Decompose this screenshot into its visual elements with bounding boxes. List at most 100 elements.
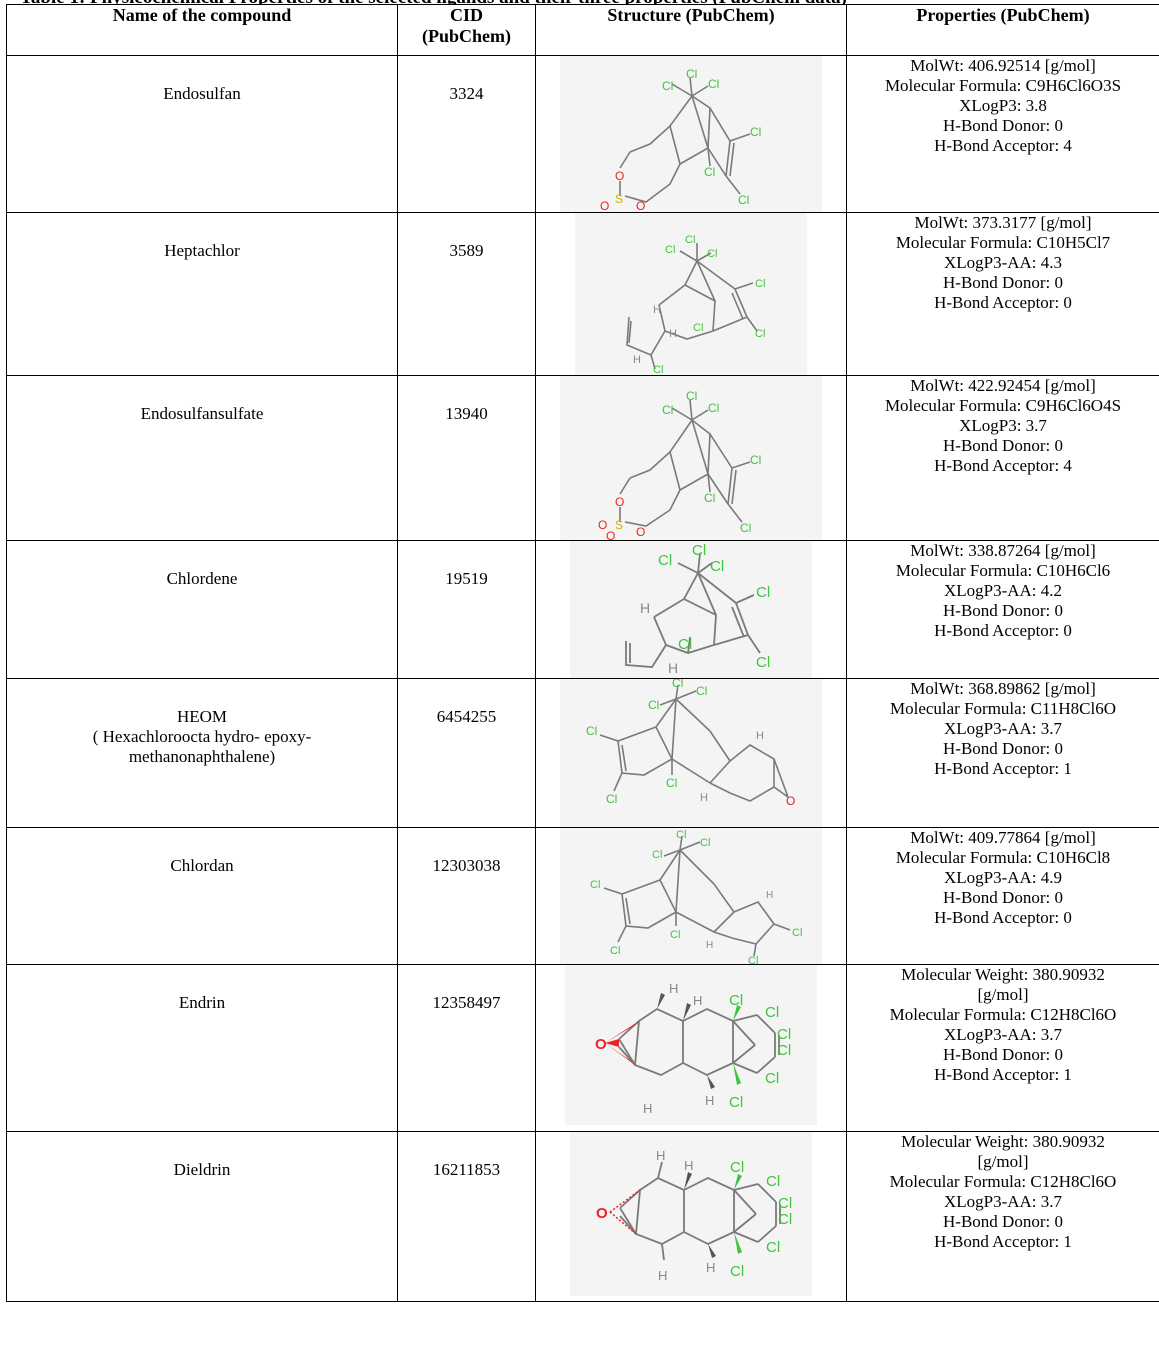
- properties-cell: Molecular Weight: 380.90932 [g/mol] Mole…: [846, 1131, 1159, 1302]
- table-row: HEOM ( Hexachloroocta hydro- epoxy- meth…: [6, 678, 1159, 828]
- prop-line: MolWt: 368.89862 [g/mol]: [910, 679, 1096, 698]
- properties-cell: MolWt: 422.92454 [g/mol] Molecular Formu…: [846, 375, 1159, 541]
- svg-text:H: H: [700, 792, 708, 804]
- prop-line: Molecular Formula: C10H6Cl6: [895, 561, 1111, 580]
- prop-line: XLogP3-AA: 3.7: [943, 1025, 1063, 1044]
- prop-line: XLogP3-AA: 4.9: [943, 868, 1063, 887]
- svg-text:Cl: Cl: [686, 67, 697, 81]
- svg-text:Cl: Cl: [696, 684, 707, 698]
- structure-cell: Cl Cl Cl Cl Cl Cl H H: [535, 540, 847, 679]
- table-row: Chlordene 19519 Cl: [6, 540, 1159, 679]
- compound-cid: 12358497: [397, 964, 536, 1132]
- prop-line: Molecular Weight: 380.90932: [901, 1132, 1105, 1151]
- compound-name: Endosulfansulfate: [6, 375, 398, 541]
- svg-text:Cl: Cl: [700, 837, 710, 849]
- svg-text:Cl: Cl: [750, 453, 761, 467]
- svg-text:Cl: Cl: [730, 1159, 744, 1176]
- table-row: Chlordan 12303038: [6, 827, 1159, 965]
- properties-cell: MolWt: 406.92514 [g/mol] Molecular Formu…: [846, 55, 1159, 213]
- svg-text:O: O: [615, 495, 624, 509]
- prop-line: Molecular Formula: C10H5Cl7: [895, 233, 1111, 252]
- prop-line: H-Bond Donor: 0: [943, 739, 1063, 758]
- svg-text:Cl: Cl: [750, 125, 761, 139]
- structure-image-endosulfan: Cl Cl Cl Cl Cl Cl O S O O: [560, 56, 822, 212]
- compound-name: Endrin: [6, 964, 398, 1132]
- svg-text:Cl: Cl: [765, 1070, 779, 1087]
- svg-text:Cl: Cl: [707, 248, 717, 260]
- svg-text:Cl: Cl: [652, 849, 662, 861]
- svg-text:Cl: Cl: [755, 278, 765, 290]
- svg-text:O: O: [606, 529, 615, 540]
- prop-line: H-Bond Acceptor: 4: [934, 456, 1072, 475]
- svg-text:Cl: Cl: [610, 945, 620, 957]
- structure-image-endosulfansulfate: Cl Cl Cl Cl Cl Cl O S O O O: [560, 376, 822, 540]
- svg-text:Cl: Cl: [662, 403, 673, 417]
- svg-text:Cl: Cl: [766, 1173, 780, 1190]
- prop-line: H-Bond Donor: 0: [943, 601, 1063, 620]
- prop-line: MolWt: 409.77864 [g/mol]: [910, 828, 1096, 847]
- compound-name: Heptachlor: [6, 212, 398, 376]
- compound-cid: 3589: [397, 212, 536, 376]
- prop-line: MolWt: 338.87264 [g/mol]: [910, 541, 1096, 560]
- svg-text:Cl: Cl: [678, 636, 692, 653]
- svg-text:Cl: Cl: [765, 1004, 779, 1021]
- structure-image-chlordan: Cl Cl Cl Cl Cl Cl Cl Cl H H: [560, 828, 822, 964]
- prop-line: Molecular Formula: C9H6Cl6O4S: [884, 396, 1122, 415]
- svg-text:O: O: [600, 199, 609, 212]
- svg-text:H: H: [669, 328, 677, 340]
- table-row: Heptachlor 3589 Cl: [6, 212, 1159, 376]
- structure-image-endrin: O H H Cl Cl Cl Cl Cl Cl H H: [565, 965, 817, 1125]
- prop-line: XLogP3: 3.8: [959, 96, 1047, 115]
- svg-text:H: H: [706, 1260, 715, 1275]
- svg-text:H: H: [766, 890, 773, 901]
- prop-line: Molecular Formula: C12H8Cl6O: [889, 1172, 1117, 1191]
- structure-cell: Cl Cl Cl Cl Cl Cl O S O O: [535, 55, 847, 213]
- prop-line: H-Bond Donor: 0: [943, 1212, 1063, 1231]
- compound-cid: 12303038: [397, 827, 536, 965]
- compound-name-line: HEOM: [176, 707, 228, 726]
- svg-text:Cl: Cl: [653, 364, 663, 375]
- prop-line: MolWt: 422.92454 [g/mol]: [910, 376, 1096, 395]
- svg-text:H: H: [658, 1268, 667, 1283]
- svg-text:Cl: Cl: [708, 401, 719, 415]
- svg-text:Cl: Cl: [666, 776, 677, 790]
- prop-line: H-Bond Acceptor: 1: [934, 1065, 1072, 1084]
- header-name: Name of the compound: [6, 4, 398, 56]
- svg-text:Cl: Cl: [756, 584, 770, 601]
- svg-text:Cl: Cl: [710, 558, 724, 575]
- svg-text:Cl: Cl: [586, 724, 597, 738]
- svg-text:Cl: Cl: [740, 521, 751, 535]
- svg-text:Cl: Cl: [756, 654, 770, 671]
- structure-cell: Cl Cl Cl Cl Cl Cl O S O O O: [535, 375, 847, 541]
- prop-line: Molecular Formula: C9H6Cl6O3S: [884, 76, 1122, 95]
- header-structure: Structure (PubChem): [535, 4, 847, 56]
- prop-line: MolWt: 373.3177 [g/mol]: [914, 213, 1092, 232]
- compound-name-line: methanonaphthalene): [128, 747, 276, 766]
- svg-text:Cl: Cl: [590, 879, 600, 891]
- prop-line: XLogP3: 3.7: [959, 416, 1047, 435]
- compound-name: HEOM ( Hexachloroocta hydro- epoxy- meth…: [6, 678, 398, 828]
- table-row: Dieldrin 16211853: [6, 1131, 1159, 1302]
- svg-text:Cl: Cl: [658, 552, 672, 569]
- svg-text:H: H: [669, 981, 678, 996]
- svg-text:Cl: Cl: [730, 1263, 744, 1280]
- svg-text:Cl: Cl: [729, 1094, 743, 1111]
- structure-cell: O H H Cl Cl Cl Cl Cl Cl H H: [535, 1131, 847, 1302]
- compound-name: Chlordan: [6, 827, 398, 965]
- svg-text:Cl: Cl: [676, 829, 686, 841]
- svg-text:Cl: Cl: [686, 389, 697, 403]
- prop-line: H-Bond Acceptor: 0: [934, 621, 1072, 640]
- svg-text:Cl: Cl: [648, 698, 659, 712]
- svg-text:Cl: Cl: [748, 955, 758, 964]
- svg-text:O: O: [636, 525, 645, 539]
- properties-cell: MolWt: 368.89862 [g/mol] Molecular Formu…: [846, 678, 1159, 828]
- svg-text:H: H: [756, 730, 764, 742]
- svg-text:Cl: Cl: [729, 992, 743, 1009]
- compound-name: Chlordene: [6, 540, 398, 679]
- svg-text:Cl: Cl: [777, 1042, 791, 1059]
- properties-cell: MolWt: 409.77864 [g/mol] Molecular Formu…: [846, 827, 1159, 965]
- prop-line: H-Bond Donor: 0: [943, 888, 1063, 907]
- prop-line: H-Bond Donor: 0: [943, 436, 1063, 455]
- svg-text:S: S: [615, 192, 623, 206]
- svg-text:O: O: [596, 1205, 608, 1222]
